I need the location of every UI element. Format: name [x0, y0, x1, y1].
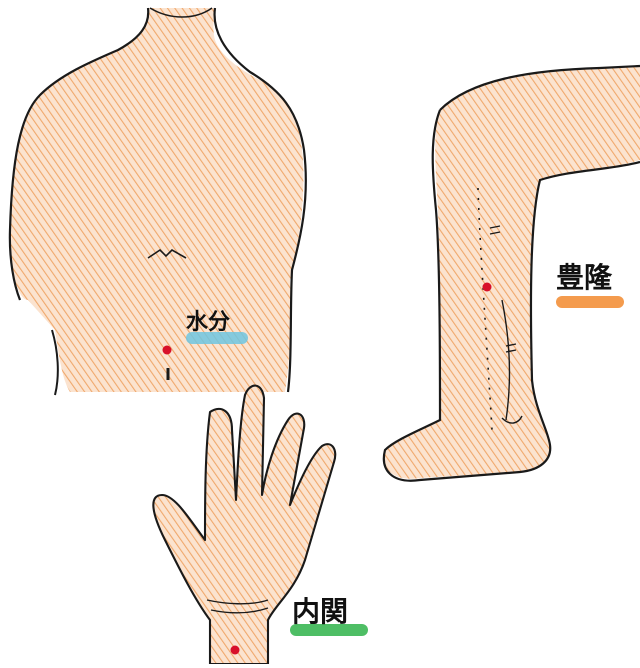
point-fenglong-marker	[483, 283, 492, 292]
torso-figure	[10, 8, 306, 395]
point-shuifen-marker	[163, 346, 172, 355]
label-neiguan: 内関	[292, 598, 348, 626]
label-shuifen: 水分	[186, 312, 230, 334]
fenglong-highlight	[556, 296, 624, 308]
label-fenglong: 豊隆	[556, 264, 612, 292]
point-neiguan-marker	[231, 646, 240, 655]
